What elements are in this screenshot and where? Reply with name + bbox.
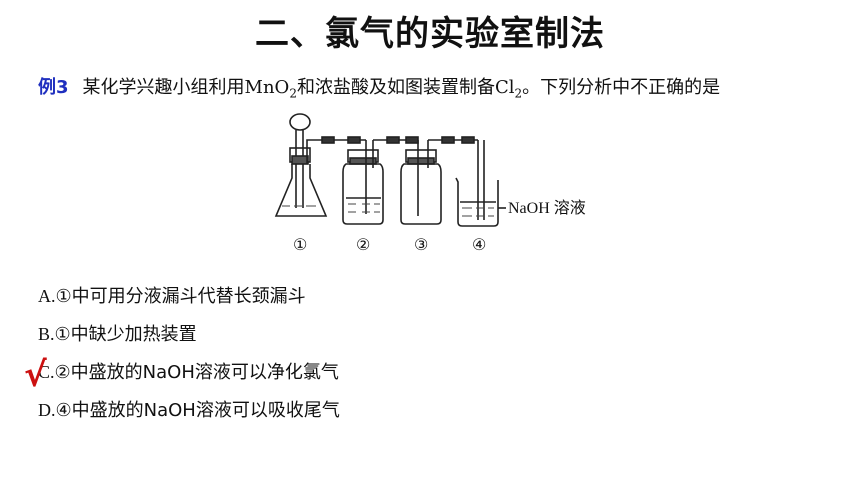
option-d[interactable]: D.④中盛放的NaOH溶液可以吸收尾气: [38, 400, 340, 421]
question-stem: 例3 某化学兴趣小组利用MnO2和浓盐酸及如图装置制备Cl2。下列分析中不正确的是: [38, 76, 848, 106]
option-b[interactable]: B.①中缺少加热装置: [38, 324, 197, 345]
mno2-formula: MnO2: [244, 77, 297, 101]
question-label: 例3: [38, 77, 69, 98]
page-title: 二、氯气的实验室制法: [255, 14, 605, 54]
option-c[interactable]: C.②中盛放的NaOH溶液可以净化氯气: [38, 362, 339, 383]
option-a[interactable]: A.①中可用分液漏斗代替长颈漏斗: [38, 286, 306, 307]
question-text-mid: 和浓盐酸及如图装置制备: [296, 77, 495, 98]
question-text-before: 某化学兴趣小组利用: [82, 77, 245, 98]
check-mark-icon: √: [24, 355, 47, 395]
apparatus-label-3: ③: [414, 237, 428, 254]
apparatus-label-4: ④: [472, 237, 486, 254]
apparatus-label-1: ①: [293, 237, 307, 254]
question-text-after: 。下列分析中不正确的是: [522, 77, 721, 98]
apparatus-diagram: ① ② ③ ④ NaOH 溶液: [274, 113, 586, 254]
apparatus-label-2: ②: [356, 237, 370, 254]
naoh-solution-label: NaOH 溶液: [508, 199, 586, 217]
cl2-formula: Cl2: [494, 77, 523, 101]
